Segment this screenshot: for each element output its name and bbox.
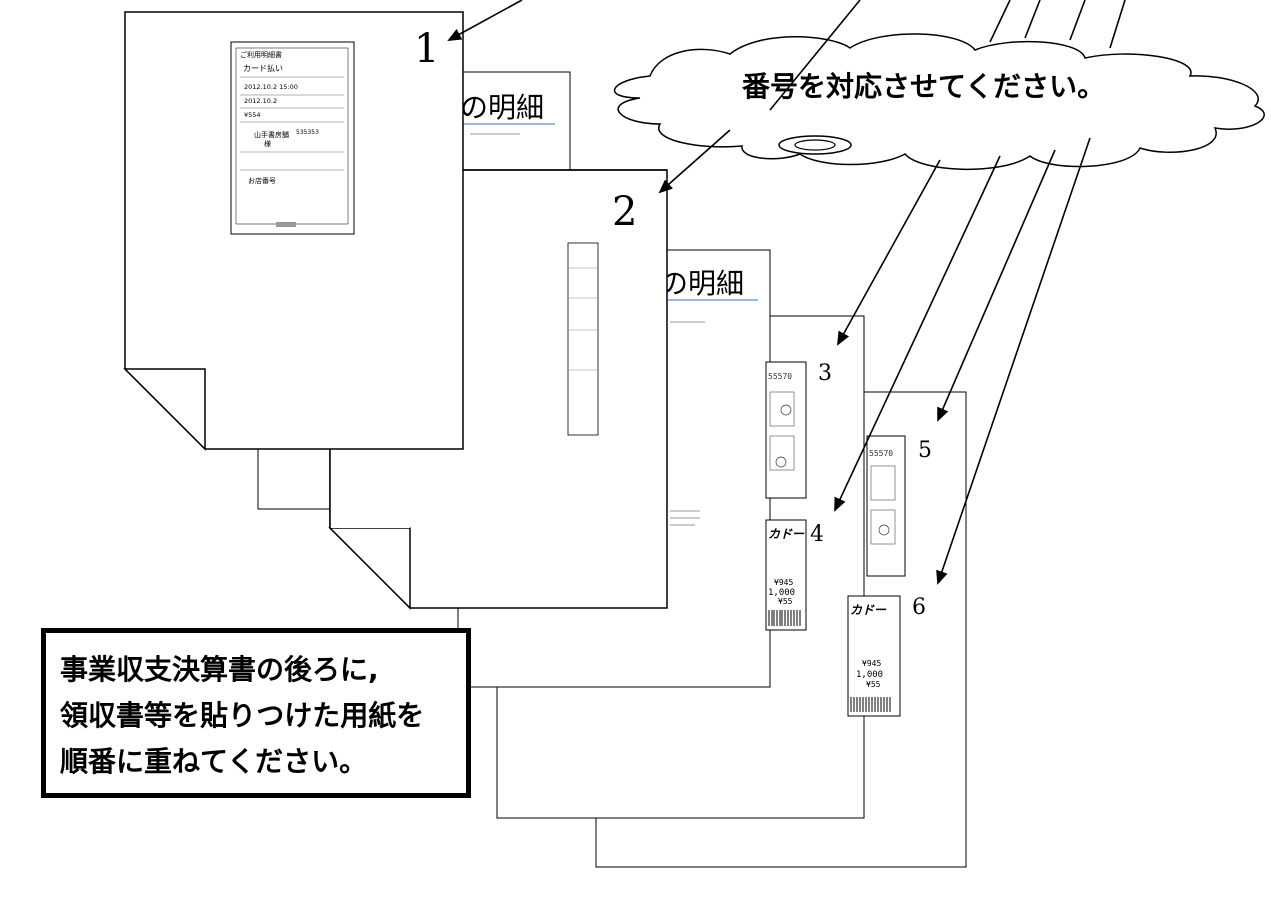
- arrow-2-tail: [769, 0, 861, 111]
- arrow-3: [837, 159, 941, 346]
- receipt-amount-1: ¥945: [862, 659, 881, 668]
- receipt-date-1: 2012.10.2 15:00: [244, 83, 298, 91]
- cloud-callout: 番号を対応させてください。: [613, 33, 1265, 170]
- sheet-title-fragment: の明細: [460, 91, 544, 124]
- instruction-line-3: 順番に重ねてください。: [60, 745, 368, 778]
- receipt-field-payment: カード払い: [243, 63, 283, 73]
- receipt-code: 55570: [768, 372, 792, 381]
- receipt-amount: ¥554: [244, 111, 261, 119]
- receipt-fragment-a: 55570: [765, 361, 807, 499]
- page-number-1: 1: [414, 26, 439, 72]
- receipt-amount-3: ¥55: [866, 680, 881, 689]
- receipt-date-2: 2012.10.2: [244, 97, 277, 105]
- sheet-1: ご利用明細書 カード払い 2012.10.2 15:00 2012.10.2 ¥…: [123, 11, 464, 451]
- page-number-2: 2: [612, 189, 637, 235]
- receipt-amount-1: ¥945: [774, 578, 793, 587]
- sheet-title-fragment: の明細: [660, 267, 744, 300]
- barcode: [768, 610, 801, 626]
- receipt-amount-2: 1,000: [768, 588, 795, 598]
- sheet-4-details: の明細: [660, 267, 758, 526]
- arrow-5: [937, 149, 1056, 422]
- arrows: [447, 0, 1126, 585]
- arrow-5-tail: [1069, 0, 1086, 41]
- arrow-4: [834, 155, 1001, 512]
- arrow-4-tail: [1024, 0, 1041, 39]
- receipt-code: 55570: [869, 449, 893, 458]
- receipt-store-code: 535353: [296, 129, 319, 136]
- arrow-1: [447, 0, 523, 41]
- page-number-4: 4: [810, 522, 824, 547]
- receipt-fragment-c: 55570: [866, 435, 906, 577]
- receipt-fragment-b: カドー ¥945 1,000 ¥55: [765, 519, 807, 631]
- arrow-3-tail: [989, 0, 1011, 43]
- arrow-6: [936, 137, 1091, 585]
- receipt-store-number: お店番号: [248, 176, 276, 185]
- arrow-2: [658, 129, 731, 194]
- receipt-honorific: 様: [264, 139, 271, 148]
- receipt-header: ご利用明細書: [240, 50, 282, 59]
- receipt-card: ご利用明細書 カード払い 2012.10.2 15:00 2012.10.2 ¥…: [230, 41, 355, 235]
- receipt-fragment-d: カドー ¥945 1,000 ¥55: [847, 595, 901, 717]
- page-number-6: 6: [912, 595, 926, 620]
- receipt-logo: カドー: [850, 603, 887, 617]
- page-number-5: 5: [918, 438, 932, 463]
- instruction-line-1: 事業収支決算書の後ろに,: [60, 653, 379, 686]
- barcode: [850, 697, 891, 712]
- receipt-amount-3: ¥55: [778, 597, 793, 606]
- instruction-box: 事業収支決算書の後ろに, 領収書等を貼りつけた用紙を 順番に重ねてください。: [41, 628, 471, 798]
- cloud-instruction-text: 番号を対応させてください。: [742, 70, 1105, 103]
- instruction-line-2: 領収書等を貼りつけた用紙を: [60, 699, 425, 732]
- receipt-amount-2: 1,000: [856, 670, 883, 680]
- page-number-3: 3: [818, 361, 832, 386]
- receipt-logo: カドー: [768, 527, 805, 541]
- receipt-store-name: 山手書房舗: [254, 130, 289, 139]
- arrow-6-tail: [1109, 0, 1126, 49]
